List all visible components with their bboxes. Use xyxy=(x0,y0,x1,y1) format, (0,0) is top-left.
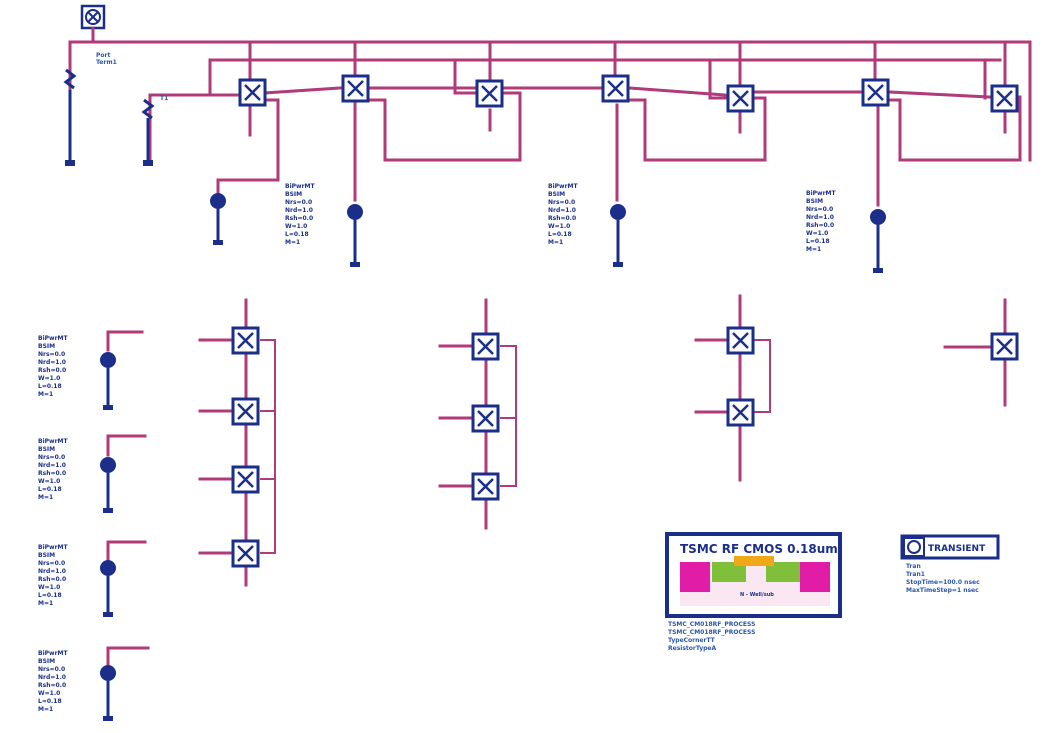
svg-text:BiPwrMT: BiPwrMT xyxy=(806,190,837,197)
svg-text:Nrs=0.0: Nrs=0.0 xyxy=(38,560,65,567)
svg-text:Nrd=1.0: Nrd=1.0 xyxy=(806,214,834,221)
svg-text:BiPwrMT: BiPwrMT xyxy=(548,183,579,190)
svg-text:Port: Port xyxy=(96,52,110,59)
svg-text:L=0.18: L=0.18 xyxy=(285,231,309,238)
svg-text:W=1.0: W=1.0 xyxy=(38,478,60,485)
svg-text:L=0.18: L=0.18 xyxy=(38,486,62,493)
top-bus-wires xyxy=(68,26,1032,207)
svg-text:BSIM: BSIM xyxy=(806,198,823,205)
svg-text:Nrs=0.0: Nrs=0.0 xyxy=(38,454,65,461)
svg-text:L=0.18: L=0.18 xyxy=(548,231,572,238)
svg-text:BiPwrMT: BiPwrMT xyxy=(38,650,69,657)
svg-text:BSIM: BSIM xyxy=(38,658,55,665)
svg-text:Rsh=0.0: Rsh=0.0 xyxy=(38,576,66,583)
svg-text:Nrs=0.0: Nrs=0.0 xyxy=(38,351,65,358)
svg-text:W=1.0: W=1.0 xyxy=(38,584,60,591)
svg-text:BSIM: BSIM xyxy=(285,191,302,198)
svg-text:Nrd=1.0: Nrd=1.0 xyxy=(38,462,66,469)
svg-text:BiPwrMT: BiPwrMT xyxy=(38,544,69,551)
svg-text:Rsh=0.0: Rsh=0.0 xyxy=(38,682,66,689)
tsmc-lines: TSMC_CM018RF_PROCESS TSMC_CM018RF_PROCES… xyxy=(668,621,755,652)
tsmc-title: TSMC RF CMOS 0.18um xyxy=(680,542,838,556)
svg-text:L=0.18: L=0.18 xyxy=(806,238,830,245)
svg-text:Tran: Tran xyxy=(906,563,921,570)
small-labels: Port Term1 T1 xyxy=(96,52,168,102)
svg-text:Rsh=0.0: Rsh=0.0 xyxy=(38,367,66,374)
svg-text:BSIM: BSIM xyxy=(38,552,55,559)
svg-text:Rsh=0.0: Rsh=0.0 xyxy=(38,470,66,477)
svg-text:Rsh=0.0: Rsh=0.0 xyxy=(548,215,576,222)
top-voltage-sources xyxy=(210,193,886,273)
svg-text:BiPwrMT: BiPwrMT xyxy=(38,335,69,342)
svg-text:L=0.18: L=0.18 xyxy=(38,592,62,599)
left-column-sources: BiPwrMTBSIMNrs=0.0Nrd=1.0Rsh=0.0W=1.0L=0… xyxy=(38,330,150,721)
top-row-cells xyxy=(238,74,1019,113)
svg-text:Nrd=1.0: Nrd=1.0 xyxy=(38,359,66,366)
svg-text:M=1: M=1 xyxy=(285,239,300,246)
svg-text:TypeCornerTT: TypeCornerTT xyxy=(668,637,716,644)
svg-text:StopTime=100.0 nsec: StopTime=100.0 nsec xyxy=(906,579,980,586)
svg-text:Nrs=0.0: Nrs=0.0 xyxy=(548,199,575,206)
transient-box: TRANSIENT Tran Tran1 StopTime=100.0 nsec… xyxy=(900,534,1000,594)
svg-text:M=1: M=1 xyxy=(38,600,53,607)
svg-text:L=0.18: L=0.18 xyxy=(38,698,62,705)
svg-text:W=1.0: W=1.0 xyxy=(285,223,307,230)
svg-text:TSMC_CM018RF_PROCESS: TSMC_CM018RF_PROCESS xyxy=(668,621,755,628)
svg-text:Term1: Term1 xyxy=(96,59,117,66)
svg-text:M=1: M=1 xyxy=(38,391,53,398)
svg-text:M=1: M=1 xyxy=(548,239,563,246)
tsmc-process-box: TSMC RF CMOS 0.18um N - Well/sub xyxy=(665,532,842,618)
left-sources xyxy=(63,58,155,166)
svg-text:M=1: M=1 xyxy=(38,494,53,501)
svg-text:Nrd=1.0: Nrd=1.0 xyxy=(38,568,66,575)
svg-text:TSMC_CM018RF_PROCESS: TSMC_CM018RF_PROCESS xyxy=(668,629,755,636)
svg-text:M=1: M=1 xyxy=(38,706,53,713)
svg-text:Nrd=1.0: Nrd=1.0 xyxy=(548,207,576,214)
svg-text:W=1.0: W=1.0 xyxy=(38,375,60,382)
svg-text:Rsh=0.0: Rsh=0.0 xyxy=(285,215,313,222)
svg-text:M=1: M=1 xyxy=(806,246,821,253)
svg-text:W=1.0: W=1.0 xyxy=(38,690,60,697)
svg-text:BSIM: BSIM xyxy=(548,191,565,198)
stack-one xyxy=(198,298,276,587)
svg-text:MaxTimeStep=1 nsec: MaxTimeStep=1 nsec xyxy=(906,587,979,594)
top-labels: BiPwrMTBSIMNrs=0.0Nrd=1.0Rsh=0.0W=1.0L=0… xyxy=(285,183,837,253)
svg-text:Nrs=0.0: Nrs=0.0 xyxy=(285,199,312,206)
tsmc-device-label: N - Well/sub xyxy=(740,592,774,598)
stack-three xyxy=(694,294,771,482)
transient-label: TRANSIENT xyxy=(928,544,986,554)
svg-text:L=0.18: L=0.18 xyxy=(38,383,62,390)
svg-text:BSIM: BSIM xyxy=(38,343,55,350)
svg-text:BiPwrMT: BiPwrMT xyxy=(285,183,316,190)
stack-two xyxy=(438,298,517,530)
port-symbol xyxy=(80,4,106,30)
svg-text:Rsh=0.0: Rsh=0.0 xyxy=(806,222,834,229)
single-cell xyxy=(943,298,1019,407)
svg-text:Nrs=0.0: Nrs=0.0 xyxy=(38,666,65,673)
svg-text:Nrd=1.0: Nrd=1.0 xyxy=(38,674,66,681)
svg-text:W=1.0: W=1.0 xyxy=(548,223,570,230)
svg-text:Nrs=0.0: Nrs=0.0 xyxy=(806,206,833,213)
svg-text:Tran1: Tran1 xyxy=(906,571,925,578)
svg-text:W=1.0: W=1.0 xyxy=(806,230,828,237)
svg-text:T1: T1 xyxy=(160,95,168,102)
svg-text:ResistorTypeA: ResistorTypeA xyxy=(668,645,716,652)
svg-text:BSIM: BSIM xyxy=(38,446,55,453)
svg-text:Nrd=1.0: Nrd=1.0 xyxy=(285,207,313,214)
svg-text:BiPwrMT: BiPwrMT xyxy=(38,438,69,445)
